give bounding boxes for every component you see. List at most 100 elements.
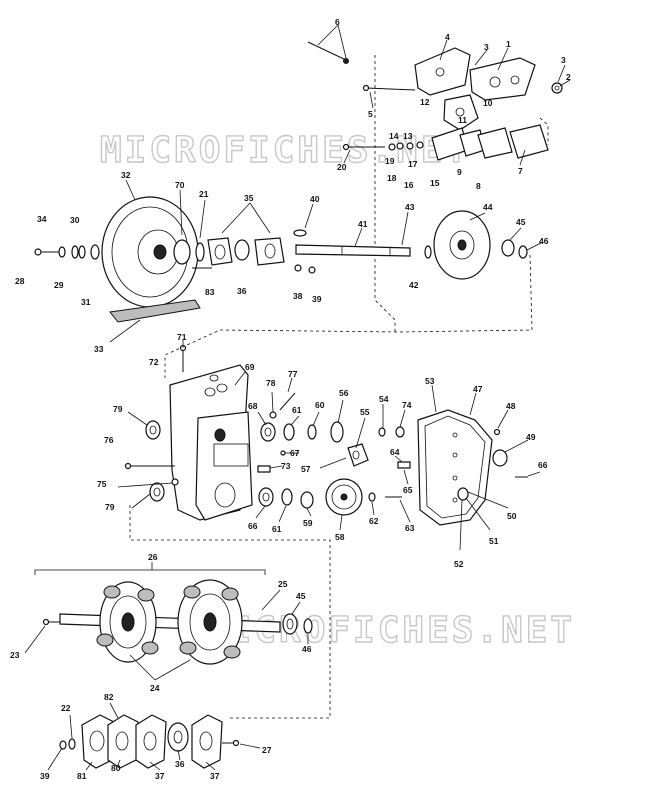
callout-50: 50	[507, 511, 517, 521]
callout-64: 64	[390, 447, 400, 457]
callout-77: 77	[288, 369, 298, 379]
callout-54: 54	[379, 394, 389, 404]
callout-72: 72	[149, 357, 159, 367]
callout-48: 48	[506, 401, 516, 411]
callout-83: 83	[205, 287, 215, 297]
callout-19: 19	[385, 156, 395, 166]
callout-45: 45	[516, 217, 526, 227]
callout-18: 18	[387, 173, 397, 183]
callout-39: 39	[312, 294, 322, 304]
callout-31: 31	[81, 297, 91, 307]
callout-2: 2	[566, 72, 571, 82]
callout-44: 44	[483, 202, 493, 212]
callout-9: 9	[457, 167, 462, 177]
callout-58: 58	[335, 532, 345, 542]
callout-79: 79	[105, 502, 115, 512]
callout-3: 3	[561, 55, 566, 65]
chaincase-group	[117, 340, 541, 719]
callout-1: 1	[506, 39, 511, 49]
callout-39: 39	[40, 771, 50, 781]
callout-38: 38	[293, 291, 303, 301]
callout-27: 27	[262, 745, 272, 755]
callout-7: 7	[518, 166, 523, 176]
callout-11: 11	[458, 115, 467, 125]
callout-10: 10	[483, 98, 493, 108]
callout-59: 59	[303, 518, 313, 528]
callout-24: 24	[150, 683, 160, 693]
callout-6: 6	[335, 17, 340, 27]
callout-74: 74	[402, 400, 412, 410]
callout-labels: 1 2 3 3 4 5 6 7 8 9 10 11 12 13 14 15 16…	[10, 17, 571, 781]
callout-35: 35	[244, 193, 254, 203]
callout-23: 23	[10, 650, 20, 660]
callout-32: 32	[121, 170, 131, 180]
bearing-flange-group	[47, 702, 261, 771]
callout-69: 69	[245, 362, 255, 372]
callout-47: 47	[473, 384, 483, 394]
callout-36: 36	[237, 286, 247, 296]
callout-26: 26	[148, 552, 158, 562]
callout-61: 61	[292, 405, 302, 415]
callout-67: 67	[290, 448, 300, 458]
callout-63: 63	[405, 523, 415, 533]
callout-78: 78	[266, 378, 276, 388]
callout-76: 76	[104, 435, 114, 445]
callout-42: 42	[409, 280, 419, 290]
callout-40: 40	[310, 194, 320, 204]
callout-36: 36	[175, 759, 185, 769]
watermark-top: MICROFICHES.NET	[100, 130, 470, 171]
callout-33: 33	[94, 344, 104, 354]
callout-30: 30	[70, 215, 80, 225]
callout-79: 79	[113, 404, 123, 414]
callout-5: 5	[368, 109, 373, 119]
callout-61: 61	[272, 524, 282, 534]
callout-43: 43	[405, 202, 415, 212]
callout-22: 22	[61, 703, 71, 713]
callout-17: 17	[408, 159, 418, 169]
callout-28: 28	[15, 276, 25, 286]
callout-4: 4	[445, 32, 450, 42]
callout-3: 3	[484, 42, 489, 52]
callout-13: 13	[403, 131, 413, 141]
callout-34: 34	[37, 214, 47, 224]
callout-62: 62	[369, 516, 379, 526]
callout-56: 56	[339, 388, 349, 398]
callout-71: 71	[177, 332, 187, 342]
brake-bracket-group	[307, 24, 571, 332]
callout-66: 66	[538, 460, 548, 470]
callout-70: 70	[175, 180, 185, 190]
callout-37: 37	[155, 771, 165, 781]
callout-55: 55	[360, 407, 370, 417]
callout-14: 14	[389, 131, 399, 141]
callout-81: 81	[77, 771, 87, 781]
callout-68: 68	[248, 401, 258, 411]
callout-41: 41	[358, 219, 368, 229]
callout-16: 16	[404, 180, 414, 190]
callout-29: 29	[54, 280, 64, 290]
callout-15: 15	[430, 178, 440, 188]
callout-57: 57	[301, 464, 311, 474]
callout-21: 21	[199, 189, 209, 199]
callout-37: 37	[210, 771, 220, 781]
callout-49: 49	[526, 432, 536, 442]
callout-46: 46	[302, 644, 312, 654]
callout-75: 75	[97, 479, 107, 489]
callout-80: 80	[111, 763, 121, 773]
callout-65: 65	[403, 485, 413, 495]
callout-73: 73	[281, 461, 291, 471]
callout-82: 82	[104, 692, 114, 702]
callout-66: 66	[248, 521, 258, 531]
callout-53: 53	[425, 376, 435, 386]
callout-12: 12	[420, 97, 430, 107]
callout-51: 51	[489, 536, 499, 546]
callout-20: 20	[337, 162, 347, 172]
callout-52: 52	[454, 559, 464, 569]
callout-46: 46	[539, 236, 549, 246]
callout-45: 45	[296, 591, 306, 601]
drive-shaft-group	[24, 562, 313, 681]
driven-pulley-group	[34, 179, 542, 378]
callout-8: 8	[476, 181, 481, 191]
callout-60: 60	[315, 400, 325, 410]
callout-25: 25	[278, 579, 288, 589]
